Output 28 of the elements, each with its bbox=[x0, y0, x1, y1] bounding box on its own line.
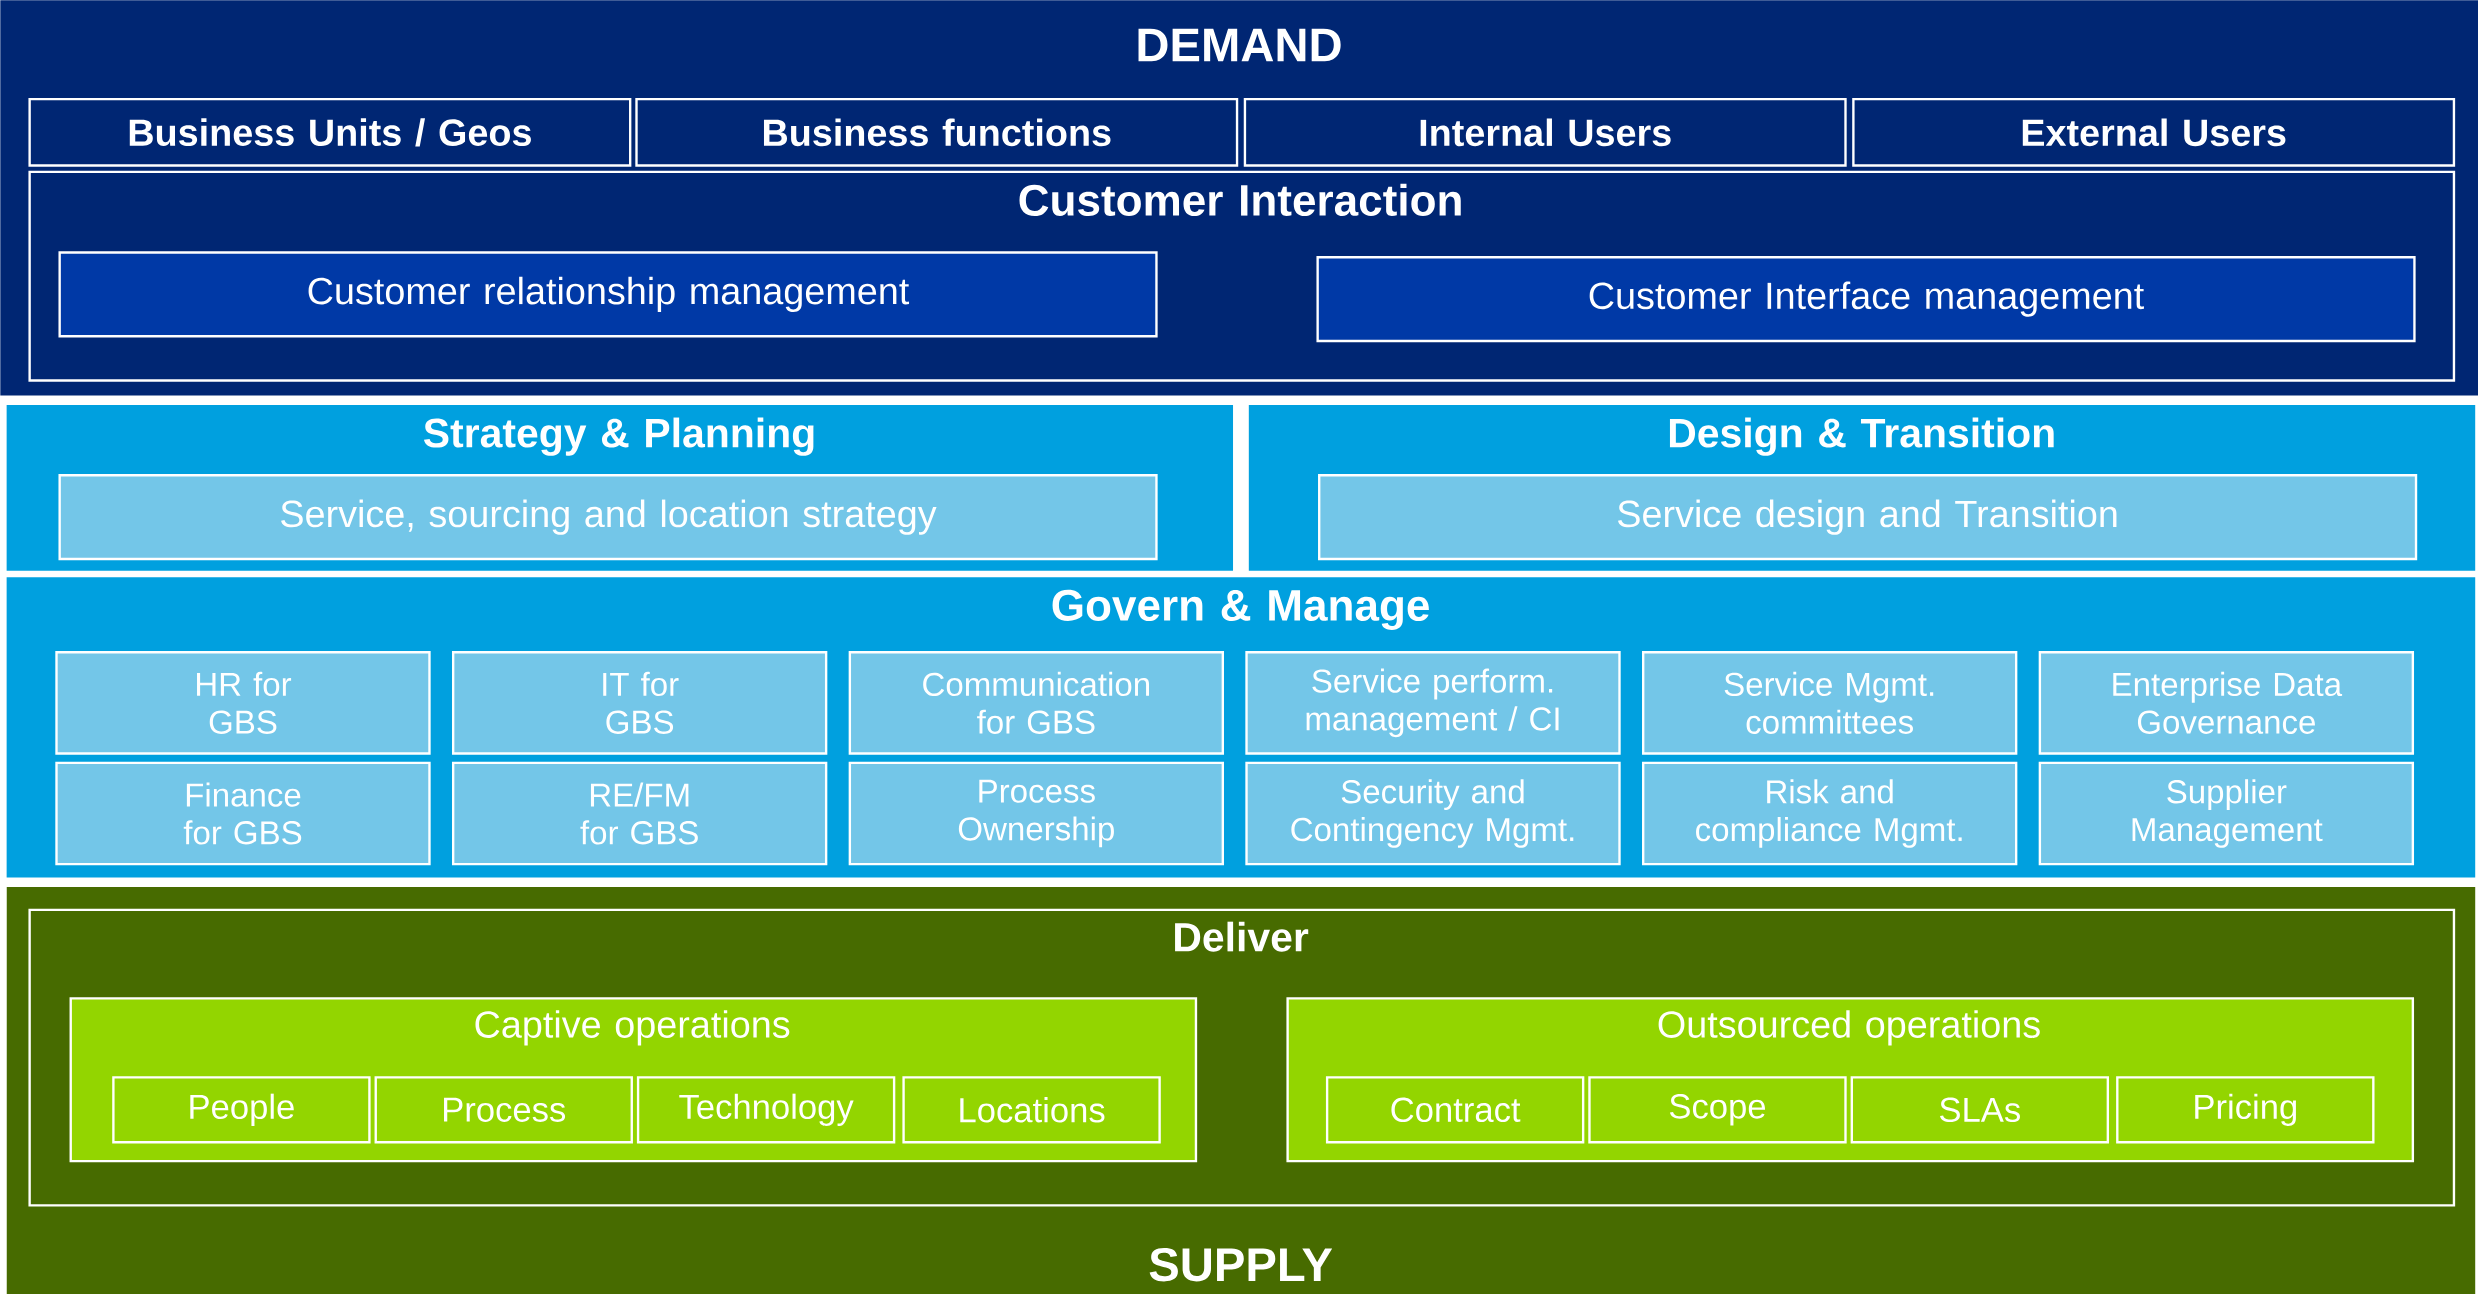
function-box: Communication for GBS bbox=[848, 650, 1224, 755]
function-box: Risk and compliance Mgmt. bbox=[1642, 761, 2018, 866]
function-box: Service Mgmt. committees bbox=[1642, 650, 2018, 755]
function-box: Security and Contingency Mgmt. bbox=[1245, 761, 1621, 866]
element-box: Process bbox=[374, 1076, 633, 1144]
function-box: Finance for GBS bbox=[55, 761, 431, 866]
header-box: External Users bbox=[1852, 97, 2456, 167]
element-box: Technology bbox=[636, 1076, 896, 1144]
header-box: Business functions bbox=[635, 97, 1239, 167]
element-box: Locations bbox=[902, 1076, 1161, 1144]
function-box: IT for GBS bbox=[452, 650, 828, 755]
function-box: Service perform. management / CI bbox=[1245, 650, 1621, 755]
function-box: Process Ownership bbox=[848, 761, 1224, 866]
function-box: RE/FM for GBS bbox=[452, 761, 828, 866]
function-box: Enterprise Data Governance bbox=[2038, 650, 2415, 755]
function-box: Supplier Management bbox=[2038, 761, 2415, 866]
element-box: Pricing bbox=[2116, 1076, 2375, 1144]
function-box: Customer relationship management bbox=[58, 251, 1158, 338]
element-box: People bbox=[112, 1076, 371, 1144]
element-box: Contract bbox=[1325, 1076, 1585, 1144]
function-box: Service, sourcing and location strategy bbox=[58, 473, 1158, 561]
header-box: Internal Users bbox=[1243, 97, 1847, 167]
function-box: HR for GBS bbox=[55, 650, 431, 755]
header-box: Business Units / Geos bbox=[28, 97, 632, 167]
element-box: SLAs bbox=[1850, 1076, 2109, 1144]
function-box: Service design and Transition bbox=[1318, 473, 2418, 561]
function-box: Customer Interface management bbox=[1316, 255, 2416, 342]
element-box: Scope bbox=[1588, 1076, 1847, 1144]
